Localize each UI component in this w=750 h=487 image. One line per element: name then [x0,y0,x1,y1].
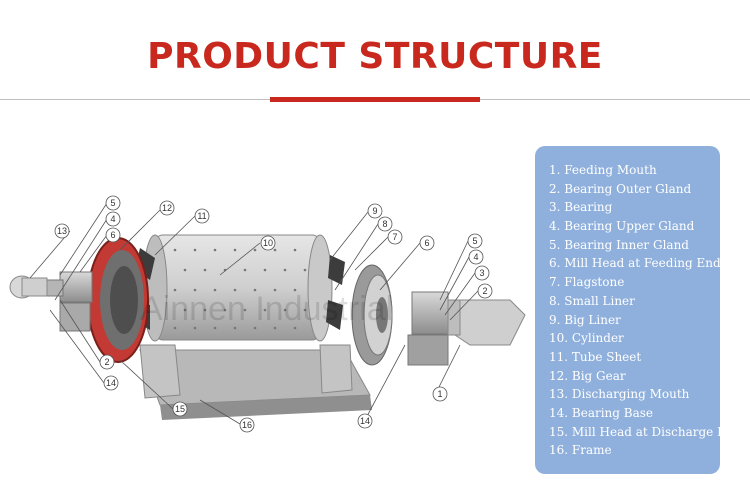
legend-item: 9. Big Liner [549,312,621,327]
callout-2-left: 2 [99,354,115,370]
right-bearing-assembly [407,291,449,366]
callout-11: 11 [194,208,210,224]
svg-text:14: 14 [106,378,116,388]
svg-text:4: 4 [473,252,478,262]
svg-text:8: 8 [382,219,387,229]
callout-1: 1 [432,386,448,402]
parts-list: 1. Feeding Mouth 2. Bearing Outer Gland … [535,146,742,460]
big-gear [87,237,149,363]
right-mill-head [351,264,393,366]
svg-text:13: 13 [57,226,67,236]
title-accent-bar [270,97,480,102]
callout-16: 16 [239,417,255,433]
callout-8: 8 [377,216,393,232]
callout-10: 10 [260,235,276,251]
callout-4-left: 5 [105,195,121,211]
legend-item: 13. Discharging Mouth [549,387,690,402]
callout-3-left: 4 [105,211,121,227]
callout-5-right: 5 [467,233,483,249]
legend-item: 16. Frame [549,443,612,458]
mill-frame [139,344,372,420]
callout-3-right: 3 [474,265,490,281]
watermark-text: Ainnen Industrial [140,290,393,328]
callout-14-right: 14 [357,413,373,429]
legend-item: 4. Bearing Upper Gland [549,219,695,234]
parts-legend-panel: 1. Feeding Mouth 2. Bearing Outer Gland … [535,146,742,474]
page-title: PRODUCT STRUCTURE [147,36,603,77]
callout-15: 15 [172,401,188,417]
legend-item: 6. Mill Head at Feeding End [549,256,721,271]
svg-text:14: 14 [360,416,370,426]
svg-text:5: 5 [110,198,115,208]
callout-14-left: 14 [103,375,119,391]
svg-text:6: 6 [110,230,115,240]
legend-item: 11. Tube Sheet [549,349,642,364]
callout-2-right: 2 [477,283,493,299]
svg-text:2: 2 [482,286,487,296]
callout-13: 13 [54,223,70,239]
svg-text:6: 6 [424,238,429,248]
callout-12: 12 [159,200,175,216]
svg-text:1: 1 [437,389,442,399]
legend-item: 2. Bearing Outer Gland [549,181,692,196]
svg-text:5: 5 [472,236,477,246]
svg-text:12: 12 [162,203,172,213]
svg-text:2: 2 [104,357,109,367]
callout-leaders [29,202,479,425]
callout-4-right: 4 [468,249,484,265]
feeding-mouth [447,299,526,346]
svg-text:7: 7 [392,232,397,242]
ball-mill-exploded-diagram: Ainnen Industrial 13 5 4 6 12 11 10 9 8 … [9,195,526,433]
callout-7: 7 [387,229,403,245]
legend-item: 7. Flagstone [549,275,625,290]
callout-9: 9 [367,203,383,219]
svg-text:16: 16 [242,420,252,430]
legend-item: 14. Bearing Base [549,405,654,420]
legend-item: 10. Cylinder [549,331,624,346]
callout-markers: 13 5 4 6 12 11 10 9 8 7 6 5 4 3 2 1 2 14… [54,195,493,433]
svg-text:9: 9 [372,206,377,216]
legend-item: 15. Mill Head at Discharge End [549,424,742,439]
svg-text:4: 4 [110,214,115,224]
callout-5-left: 6 [105,227,121,243]
legend-item: 5. Bearing Inner Gland [549,237,689,252]
svg-text:15: 15 [175,404,185,414]
left-bearing-assembly [9,271,93,332]
svg-text:10: 10 [263,238,273,248]
svg-text:3: 3 [479,268,484,278]
callout-6: 6 [419,235,435,251]
legend-item: 3. Bearing [549,200,613,215]
svg-text:11: 11 [197,211,206,221]
legend-item: 1. Feeding Mouth [549,163,657,177]
legend-item: 8. Small Liner [549,293,635,308]
legend-item: 12. Big Gear [549,368,626,383]
